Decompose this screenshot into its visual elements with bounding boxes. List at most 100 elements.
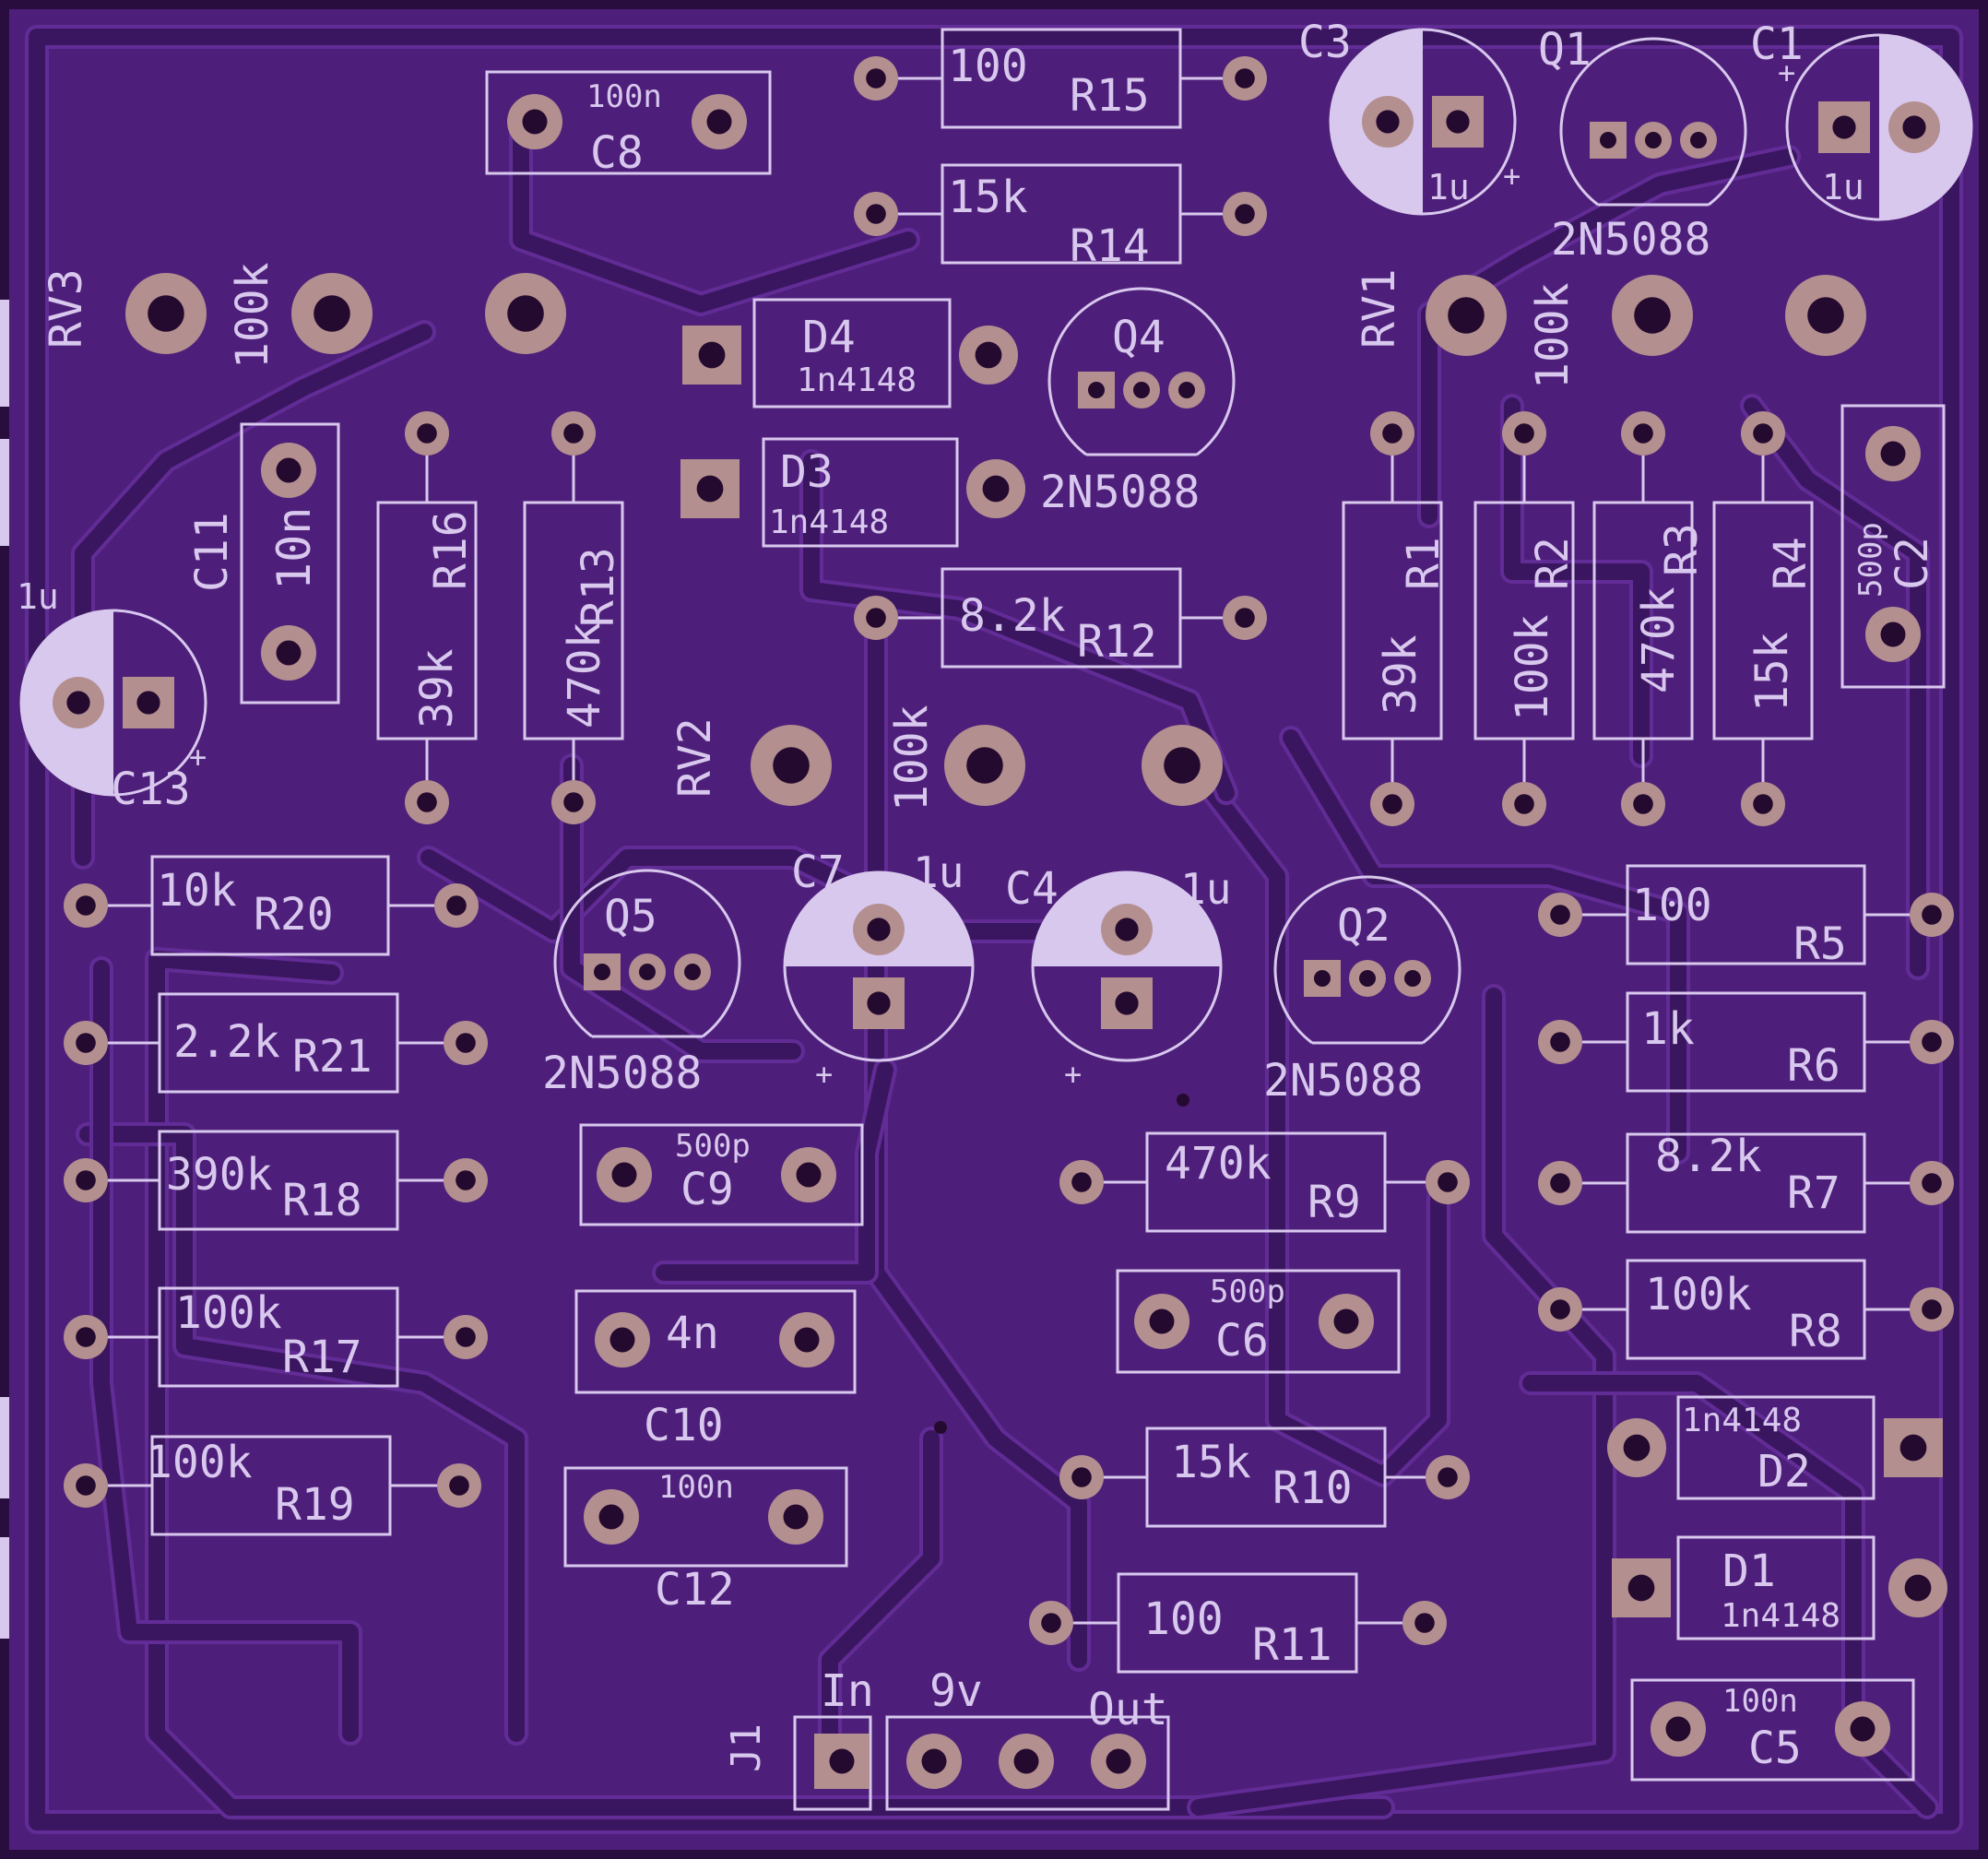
ref-label: R10	[1272, 1462, 1353, 1514]
trace-18	[656, 1061, 893, 1281]
diode-cathode-band	[0, 300, 9, 407]
ref-label: R15	[1070, 70, 1150, 122]
pad-hole	[1448, 297, 1485, 334]
pad-hole	[1404, 970, 1421, 987]
pad-hole	[594, 964, 610, 980]
pad-hole	[76, 1170, 96, 1190]
value-label: 390k	[166, 1149, 273, 1201]
pad-hole	[1382, 423, 1402, 444]
ref-label: R17	[282, 1332, 362, 1383]
value-label: 100k	[1527, 282, 1579, 389]
components: 100nC8100R1515kR141uC3+2N5088Q11uC1+100k…	[0, 17, 1973, 1811]
trace-6	[79, 1126, 525, 1742]
pad-hole	[1376, 110, 1400, 134]
pad-hole	[773, 747, 810, 784]
pad-hole	[1633, 423, 1653, 444]
pad-hole	[1164, 747, 1201, 784]
value-label: 1n4148	[797, 361, 917, 399]
value-label: 100k	[1507, 614, 1558, 721]
pad-hole	[1071, 1467, 1092, 1487]
pad-hole	[1902, 115, 1926, 139]
pad-hole	[1414, 1613, 1435, 1633]
pad-hole	[456, 1170, 476, 1190]
pad-hole	[1665, 1716, 1691, 1742]
pad-in-hole	[829, 1748, 855, 1774]
pad-hole	[639, 964, 656, 980]
pad-hole	[507, 295, 544, 332]
pad-hole	[456, 1033, 476, 1053]
traces	[25, 25, 1963, 1834]
pad-hole	[1514, 423, 1534, 444]
pad-hole	[866, 608, 886, 628]
via-2	[934, 1421, 947, 1434]
value-label: 15k	[948, 172, 1028, 223]
value-label: 2N5088	[1263, 1055, 1423, 1107]
pad-hole	[76, 895, 96, 916]
ref-label: C11	[186, 512, 238, 592]
pad-hole	[1880, 622, 1906, 647]
ref-label: C4	[1005, 863, 1059, 915]
label-in: In	[821, 1665, 874, 1717]
pad-hole	[866, 68, 886, 89]
pad-hole	[417, 792, 437, 812]
ref-label: C13	[111, 764, 191, 815]
pad-hole	[1550, 1032, 1570, 1052]
pad-hole	[1178, 382, 1195, 398]
connector-keepout	[793, 1715, 872, 1811]
pad-hole	[794, 1327, 820, 1353]
value-label: 470k	[1633, 586, 1685, 693]
trace-15	[563, 757, 801, 1060]
pad-hole	[1088, 382, 1105, 398]
pad-hole	[1600, 132, 1616, 148]
pad-hole	[1149, 1308, 1175, 1334]
pad-hole	[867, 991, 891, 1015]
ref-label: C2	[1887, 537, 1938, 590]
value-label: 10k	[157, 865, 237, 917]
pad-hole	[1438, 1467, 1458, 1487]
pad-hole	[76, 1475, 96, 1496]
pad-hole	[698, 341, 726, 369]
trace-7	[1177, 748, 1447, 1484]
pad-hole	[1832, 115, 1856, 139]
value-label: 100n	[1722, 1683, 1798, 1720]
pad-hole	[1041, 1613, 1061, 1633]
pad-hole	[1634, 297, 1671, 334]
value-label: 1u	[913, 847, 964, 897]
diode-body	[1676, 1535, 1876, 1640]
pad-hole	[1922, 1299, 1942, 1320]
ref-label: Q4	[1112, 312, 1166, 363]
ref-label: R12	[1077, 616, 1157, 668]
trace-9	[1421, 148, 1797, 525]
trace-12	[822, 1430, 940, 1760]
diode-body	[752, 298, 952, 409]
value-label: 100k	[227, 262, 278, 369]
pad-hole	[1633, 794, 1653, 814]
pad-hole	[1904, 1574, 1932, 1602]
label-out: Out	[1088, 1684, 1168, 1735]
value-label: 100k	[175, 1287, 282, 1339]
pad-hole	[76, 1327, 96, 1347]
ref-label: R7	[1787, 1167, 1840, 1219]
ref-label: R20	[254, 889, 334, 941]
capacitor-body	[240, 422, 340, 705]
transistor-outline	[553, 869, 741, 1038]
value-label: 2N5088	[1551, 214, 1710, 266]
value-label: 1u	[17, 576, 59, 617]
pad-hole	[1690, 132, 1707, 148]
